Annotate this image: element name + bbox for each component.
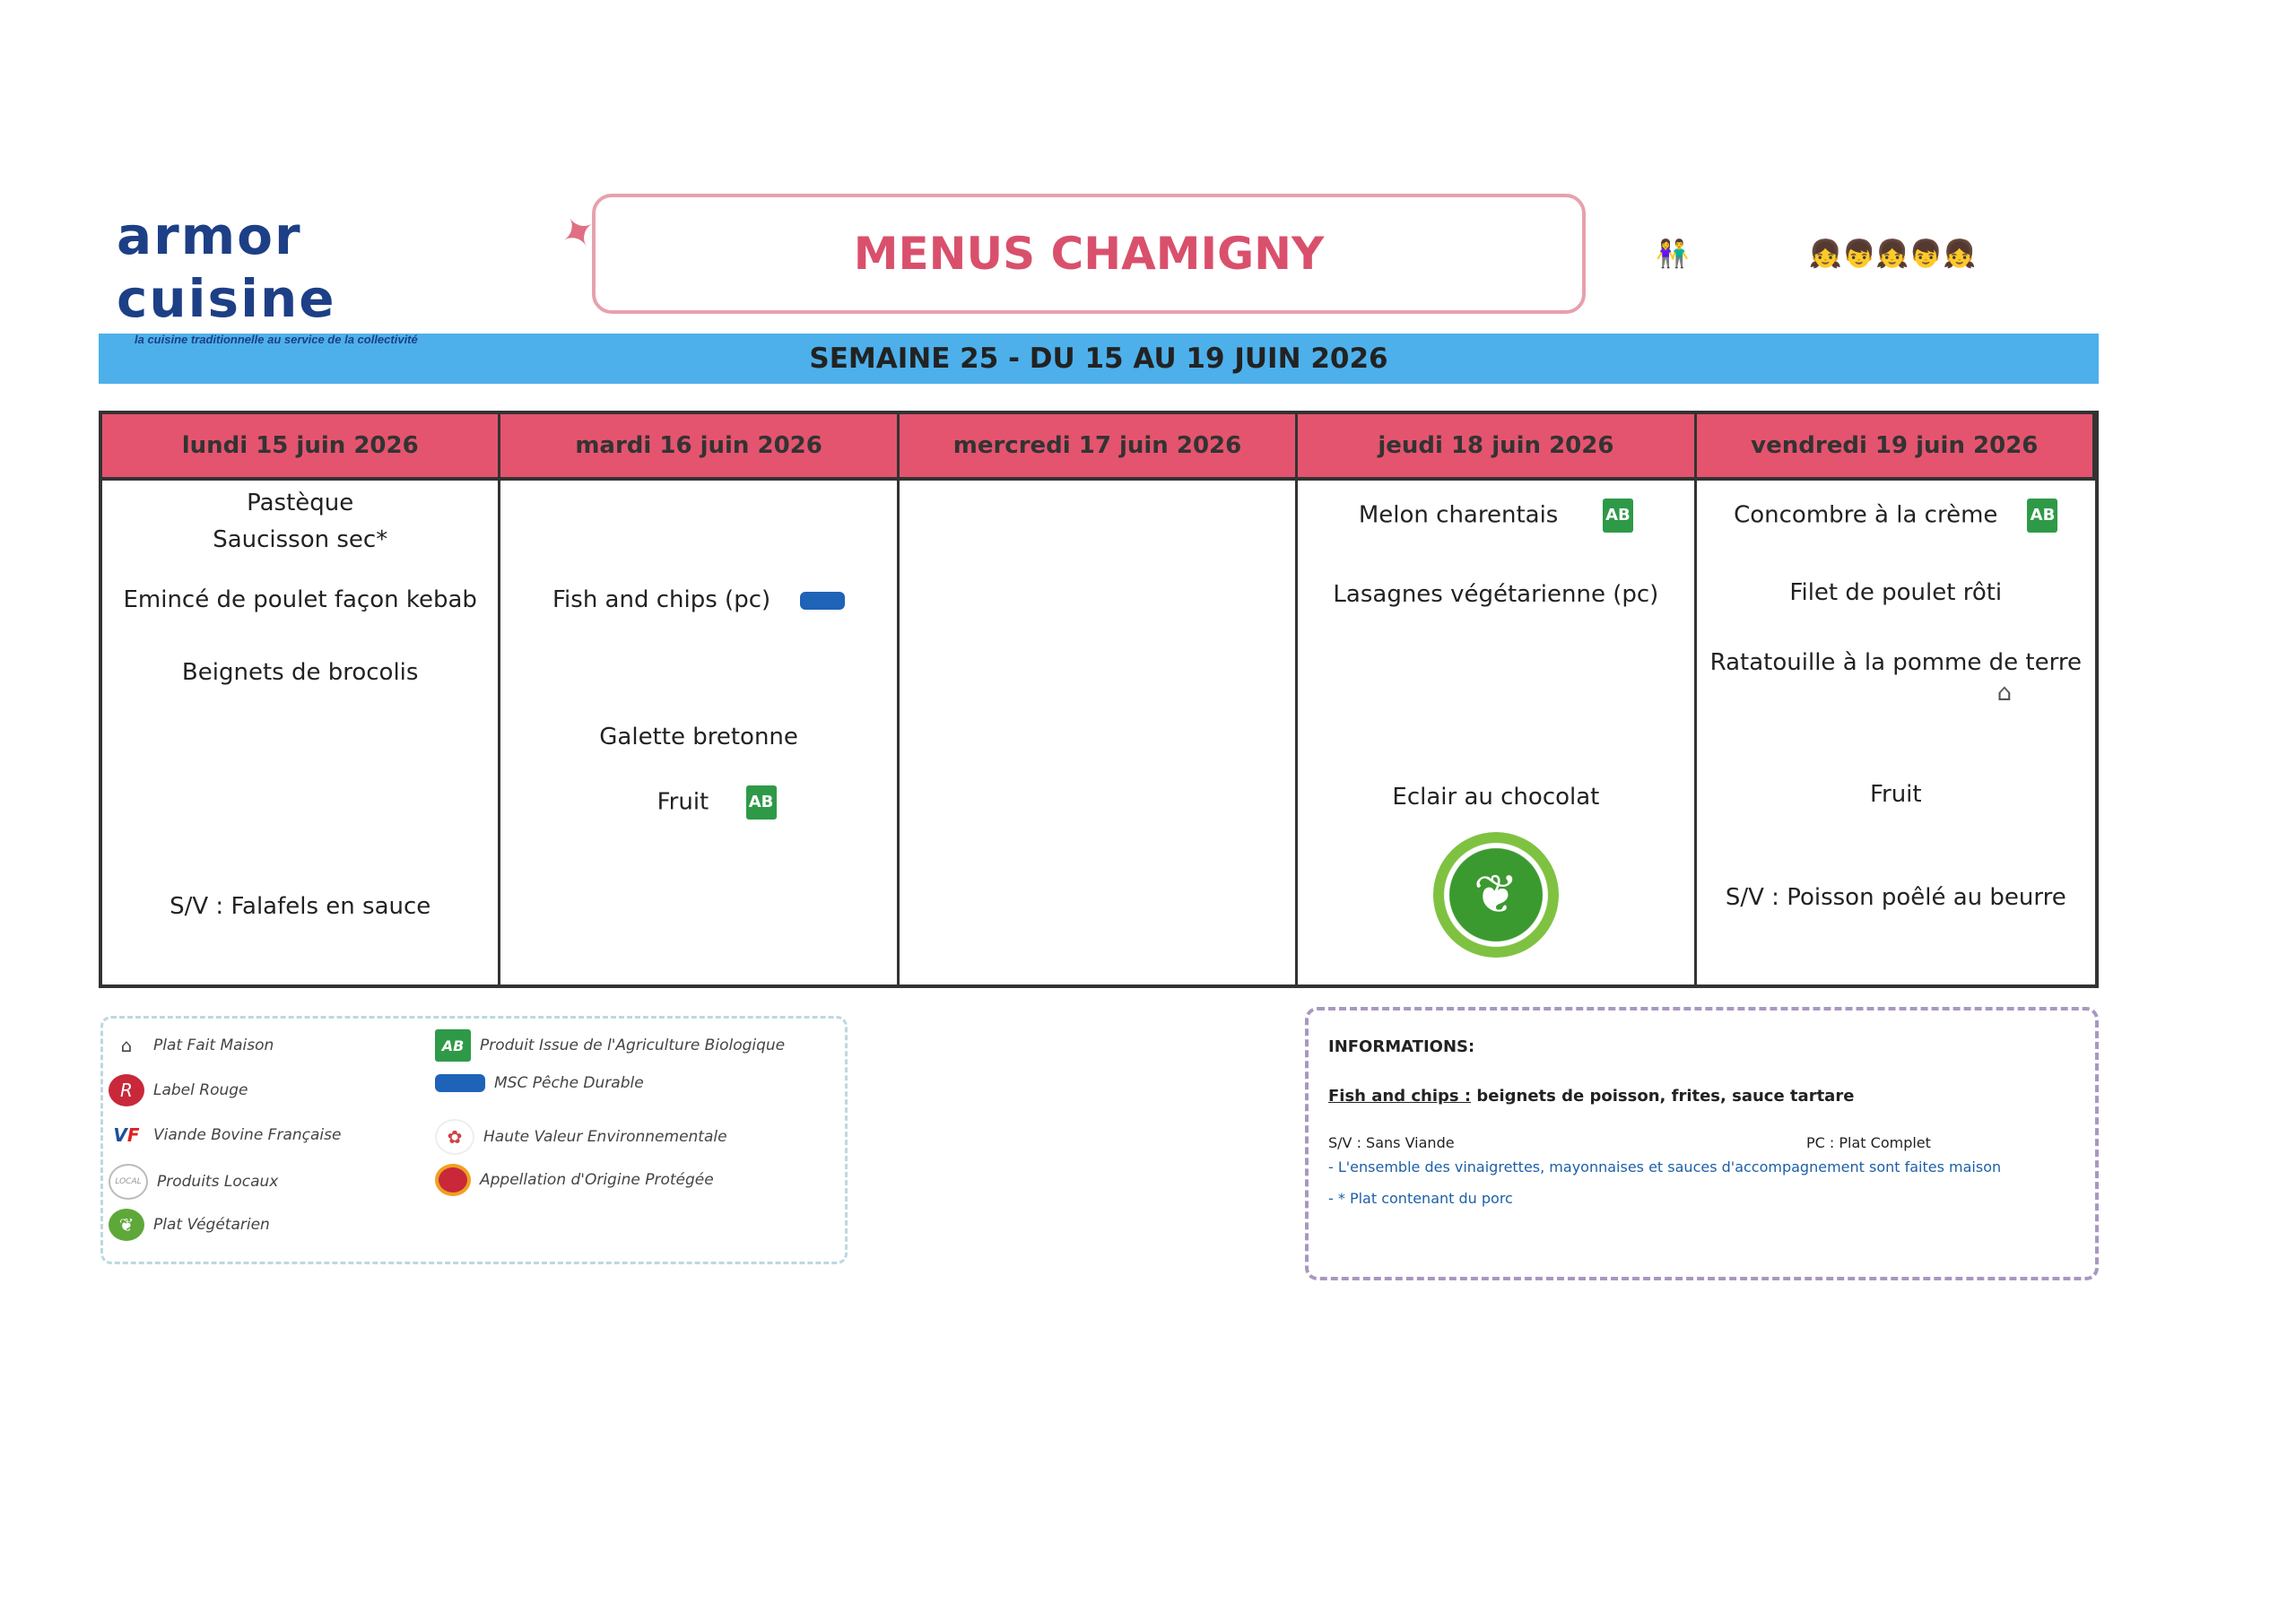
legend-item: ❦ Plat Végétarien — [109, 1209, 270, 1241]
menu-table: lundi 15 juin 2026 mardi 16 juin 2026 me… — [99, 411, 2099, 988]
brand-tagline: la cuisine traditionnelle au service de … — [135, 333, 418, 346]
brand-name: armor cuisine — [117, 205, 336, 329]
day-header: mardi 16 juin 2026 — [500, 414, 900, 481]
legend-label: Plat Végétarien — [153, 1216, 270, 1234]
legend-label: Label Rouge — [153, 1081, 248, 1099]
menu-item: Saucisson sec* — [213, 526, 388, 553]
info-note-pork: - * Plat contenant du porc — [1328, 1190, 1513, 1207]
children-circle-icon: 👫 — [1656, 238, 1690, 270]
ab-icon: AB — [435, 1029, 471, 1062]
legend-item: ✿ Haute Valeur Environnementale — [435, 1119, 727, 1155]
day-header: jeudi 18 juin 2026 — [1298, 414, 1697, 481]
info-note-text: Plat contenant du porc — [1349, 1190, 1513, 1207]
info-title: INFORMATIONS: — [1328, 1037, 1475, 1056]
info-note-sauces: - L'ensemble des vinaigrettes, mayonnais… — [1328, 1158, 2002, 1175]
menu-item: Emincé de poulet façon kebab — [123, 586, 477, 613]
day-column-monday: Pastèque Saucisson sec* Emincé de poulet… — [102, 481, 501, 984]
menu-item: Pastèque — [247, 490, 354, 516]
aop-icon — [435, 1164, 471, 1196]
brand-logo: armor cuisine la cuisine traditionnelle … — [117, 204, 529, 347]
menu-item: Galette bretonne — [599, 724, 798, 750]
info-pc: PC : Plat Complet — [1806, 1134, 1931, 1151]
local-products-icon: LOCAL — [109, 1164, 148, 1200]
vegetarian-icon: ❦ — [109, 1209, 144, 1241]
day-column-friday: Concombre à la crème AB Filet de poulet … — [1697, 481, 2095, 984]
legend-label: Haute Valeur Environnementale — [483, 1128, 727, 1146]
menu-item: Beignets de brocolis — [181, 659, 419, 686]
menu-item: Lasagnes végétarienne (pc) — [1333, 581, 1659, 608]
info-definition: beignets de poisson, frites, sauce tarta… — [1471, 1087, 1855, 1106]
menu-item: Filet de poulet rôti — [1789, 579, 2003, 606]
menu-item: S/V : Poisson poêlé au beurre — [1725, 884, 2066, 911]
legend-item: MSC Pêche Durable — [435, 1074, 644, 1092]
legend-label: Plat Fait Maison — [153, 1037, 274, 1054]
legend-item: ⌂ Plat Fait Maison — [109, 1029, 274, 1062]
menu-item-label: Fish and chips (pc) — [552, 586, 771, 613]
week-banner: SEMAINE 25 - DU 15 AU 19 JUIN 2026 — [99, 334, 2099, 384]
msc-icon — [800, 591, 846, 610]
page-title: MENUS CHAMIGNY — [853, 228, 1325, 280]
menu-item-label: Fruit — [657, 788, 709, 816]
legend-label: Appellation d'Origine Protégée — [480, 1171, 714, 1189]
info-term: Fish and chips : — [1328, 1087, 1472, 1106]
label-rouge-icon: R — [109, 1074, 144, 1106]
house-icon: ⌂ — [1996, 680, 2013, 707]
title-box: MENUS CHAMIGNY — [592, 194, 1586, 314]
day-header: mercredi 17 juin 2026 — [899, 414, 1299, 481]
menu-item-label: Melon charentais — [1358, 501, 1559, 529]
legend-item: R Label Rouge — [109, 1074, 248, 1106]
children-group-icon: 👧👦👧👦👧 — [1808, 238, 1977, 270]
menu-item: Eclair au chocolat — [1392, 784, 1600, 811]
msc-icon — [435, 1074, 485, 1092]
vegetarian-icon: ❦ — [1432, 832, 1559, 958]
ab-icon: AB — [1602, 499, 1633, 533]
ab-icon: AB — [745, 785, 777, 820]
legend-item: Appellation d'Origine Protégée — [435, 1164, 714, 1196]
day-header: vendredi 19 juin 2026 — [1696, 414, 2095, 481]
menu-item: Fruit — [1869, 781, 1922, 808]
day-header: lundi 15 juin 2026 — [102, 414, 501, 481]
hve-icon: ✿ — [435, 1119, 474, 1155]
info-fish-and-chips: Fish and chips : beignets de poisson, fr… — [1328, 1087, 1854, 1106]
legend-label: MSC Pêche Durable — [494, 1074, 644, 1092]
menu-item: Concombre à la crème AB — [1697, 499, 2095, 533]
menu-item: Ratatouille à la pomme de terre — [1709, 649, 2082, 676]
menu-item: Fruit AB — [500, 785, 896, 820]
house-icon: ⌂ — [120, 1035, 133, 1056]
legend-item: LOCAL Produits Locaux — [109, 1164, 278, 1200]
menu-item: S/V : Falafels en sauce — [170, 893, 431, 920]
information-box: INFORMATIONS: Fish and chips : beignets … — [1305, 1007, 2099, 1280]
info-sv: S/V : Sans Viande — [1328, 1134, 1455, 1151]
day-column-tuesday: Fish and chips (pc) Galette bretonne Fru… — [500, 481, 900, 984]
legend-item: AB Produit Issue de l'Agriculture Biologi… — [435, 1029, 785, 1062]
legend-label: Produit Issue de l'Agriculture Biologiqu… — [480, 1037, 786, 1054]
legend-label: Viande Bovine Française — [153, 1126, 342, 1144]
menu-item: Fish and chips (pc) — [500, 586, 896, 613]
asterisk: - * — [1328, 1190, 1345, 1207]
menu-item: Melon charentais AB — [1298, 499, 1693, 533]
ab-icon: AB — [2027, 499, 2058, 533]
day-column-wednesday — [900, 481, 1299, 984]
legend-label: Produits Locaux — [157, 1173, 279, 1191]
menu-item-label: Concombre à la crème — [1734, 501, 1998, 529]
day-column-thursday: Melon charentais AB Lasagnes végétarienn… — [1298, 481, 1697, 984]
